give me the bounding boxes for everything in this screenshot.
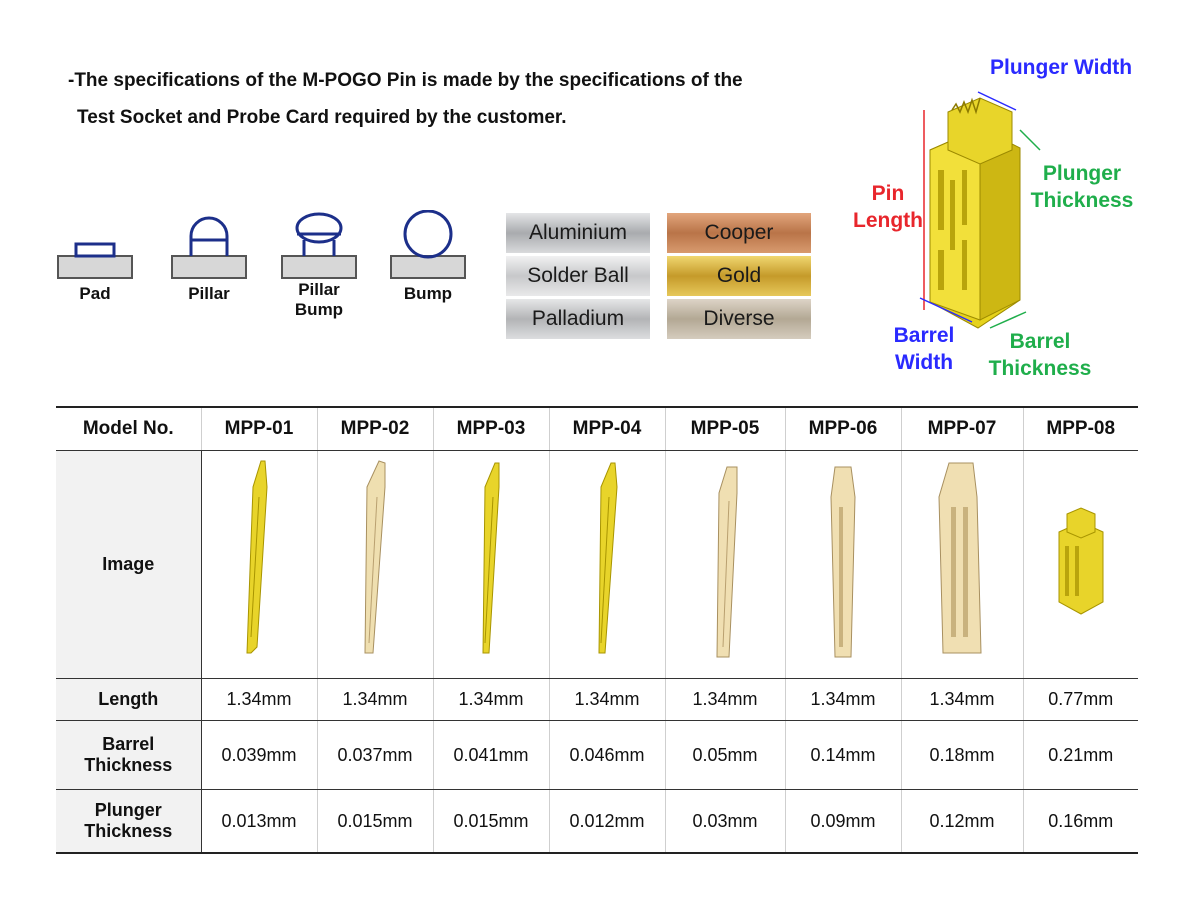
intro-text: -The specifications of the M-POGO Pin is… bbox=[68, 62, 743, 136]
contact-label: Bump bbox=[403, 284, 453, 303]
image-row: Image bbox=[56, 450, 1138, 679]
length-cell: 1.34mm bbox=[784, 678, 901, 721]
length-row: Length 1.34mm 1.34mm 1.34mm 1.34mm 1.34m… bbox=[56, 678, 1138, 721]
model-header: MPP-08 bbox=[1022, 406, 1138, 451]
pin-image-mpp-04 bbox=[548, 450, 665, 679]
length-cell: 1.34mm bbox=[316, 678, 433, 721]
intro-line-1: -The specifications of the M-POGO Pin is… bbox=[68, 70, 743, 91]
barrel-cell: 0.037mm bbox=[316, 720, 433, 790]
pin-diagram bbox=[919, 91, 1041, 329]
contact-label: Pad bbox=[79, 284, 111, 303]
barrel-cell: 0.05mm bbox=[664, 720, 785, 790]
spec-table: Model No. MPP-01 MPP-02 MPP-03 MPP-04 MP… bbox=[56, 406, 1138, 854]
plunger-thickness-row-label: Plunger Thickness bbox=[56, 789, 202, 854]
pin-image-mpp-06 bbox=[784, 450, 901, 679]
contact-bump: Bump bbox=[389, 210, 467, 304]
model-no-header: Model No. bbox=[56, 406, 201, 451]
plunger-thickness-row: Plunger Thickness 0.013mm 0.015mm 0.015m… bbox=[56, 789, 1138, 854]
length-cell: 0.77mm bbox=[1022, 678, 1138, 721]
length-cell: 1.34mm bbox=[432, 678, 549, 721]
material-cooper: Cooper bbox=[667, 213, 811, 253]
plunger-width-label: Plunger Width bbox=[990, 56, 1133, 79]
barrel-width-label: Barrel Width bbox=[893, 324, 955, 374]
length-cell: 1.34mm bbox=[200, 678, 317, 721]
plunger-cell: 0.16mm bbox=[1022, 789, 1138, 854]
pin-image-mpp-05 bbox=[664, 450, 785, 679]
pillar-bump-icon bbox=[281, 212, 357, 279]
length-cell: 1.34mm bbox=[900, 678, 1023, 721]
plunger-cell: 0.013mm bbox=[200, 789, 317, 854]
plunger-thickness-label: Plunger Thickness bbox=[1030, 162, 1134, 212]
barrel-thickness-row-label: Barrel Thickness bbox=[56, 720, 202, 790]
material-aluminium: Aluminium bbox=[506, 213, 650, 253]
model-header: MPP-04 bbox=[548, 406, 665, 451]
pin-image-mpp-07 bbox=[900, 450, 1023, 679]
barrel-cell: 0.18mm bbox=[900, 720, 1023, 790]
material-gold: Gold bbox=[667, 256, 811, 296]
barrel-cell: 0.046mm bbox=[548, 720, 665, 790]
length-cell: 1.34mm bbox=[548, 678, 665, 721]
pillar-icon bbox=[171, 216, 247, 279]
plunger-cell: 0.015mm bbox=[316, 789, 433, 854]
pin-image-mpp-01 bbox=[200, 450, 317, 679]
barrel-cell: 0.039mm bbox=[200, 720, 317, 790]
intro-line-2: Test Socket and Probe Card required by t… bbox=[77, 107, 567, 128]
material-diverse: Diverse bbox=[667, 299, 811, 339]
contact-label: Pillar bbox=[188, 284, 230, 303]
length-row-label: Length bbox=[56, 678, 202, 721]
model-header: MPP-02 bbox=[316, 406, 433, 451]
contact-pillar: Pillar bbox=[170, 210, 248, 304]
pad-icon bbox=[57, 242, 133, 279]
contact-pillar-bump: Pillar Bump bbox=[280, 210, 358, 320]
table-header-row: Model No. MPP-01 MPP-02 MPP-03 MPP-04 MP… bbox=[56, 406, 1138, 451]
model-header: MPP-07 bbox=[900, 406, 1023, 451]
barrel-cell: 0.041mm bbox=[432, 720, 549, 790]
length-cell: 1.34mm bbox=[664, 678, 785, 721]
plunger-cell: 0.12mm bbox=[900, 789, 1023, 854]
plunger-cell: 0.03mm bbox=[664, 789, 785, 854]
pin-image-mpp-03 bbox=[432, 450, 549, 679]
material-palladium: Palladium bbox=[506, 299, 650, 339]
contact-pad: Pad bbox=[56, 210, 134, 304]
contact-label: Pillar Bump bbox=[294, 280, 344, 319]
plunger-cell: 0.012mm bbox=[548, 789, 665, 854]
pin-length-label: Pin Length bbox=[853, 182, 923, 232]
pin-image-mpp-08 bbox=[1022, 450, 1138, 679]
model-header: MPP-05 bbox=[664, 406, 785, 451]
material-solder-ball: Solder Ball bbox=[506, 256, 650, 296]
barrel-cell: 0.21mm bbox=[1022, 720, 1138, 790]
bump-icon bbox=[390, 210, 466, 279]
model-header: MPP-06 bbox=[784, 406, 901, 451]
barrel-thickness-row: Barrel Thickness 0.039mm 0.037mm 0.041mm… bbox=[56, 720, 1138, 790]
plunger-cell: 0.015mm bbox=[432, 789, 549, 854]
barrel-cell: 0.14mm bbox=[784, 720, 901, 790]
barrel-thickness-label: Barrel Thickness bbox=[988, 330, 1092, 380]
plunger-cell: 0.09mm bbox=[784, 789, 901, 854]
image-row-label: Image bbox=[56, 450, 202, 679]
model-header: MPP-01 bbox=[200, 406, 317, 451]
pin-image-mpp-02 bbox=[316, 450, 433, 679]
model-header: MPP-03 bbox=[432, 406, 549, 451]
